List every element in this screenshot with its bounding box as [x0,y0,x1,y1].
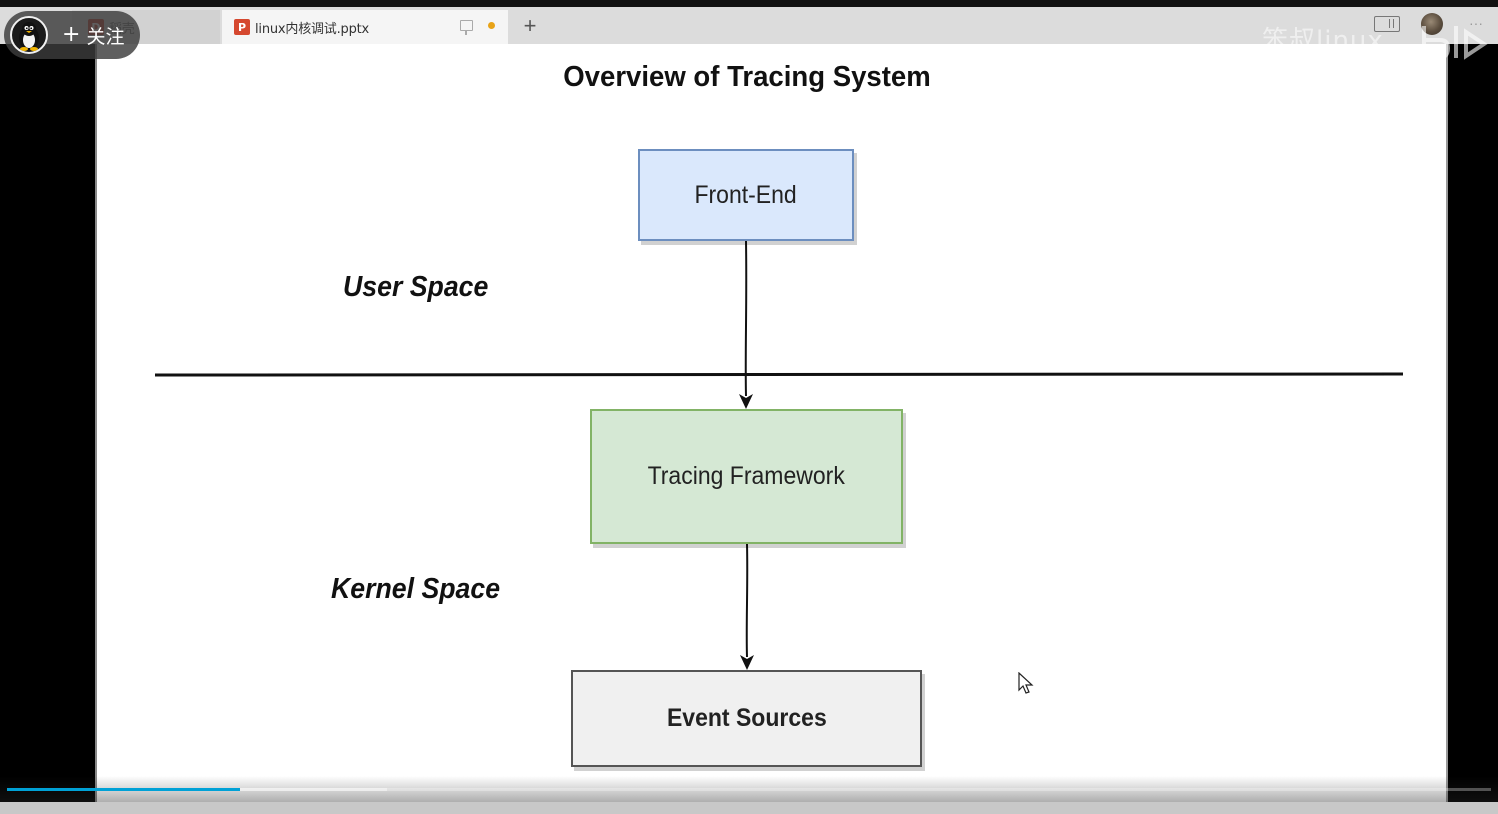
tracing-framework-box: Tracing Framework [590,409,903,544]
slide-title: Overview of Tracing System [563,61,931,93]
tab-pptx[interactable]: P linux内核调试.pptx [222,10,508,44]
progress-bar[interactable] [7,788,1491,791]
arrowhead-tracing [739,394,753,409]
progress-fill [7,788,240,791]
bilibili-logo-icon [1422,26,1488,60]
watermark-text: 笨叔linux [1262,26,1384,56]
tracing-framework-label: Tracing Framework [647,462,846,490]
window-layout-icon[interactable] [1374,16,1400,32]
browser-tab-bar: D 稻壳 P linux内核调试.pptx + ··· [0,0,1498,44]
tab-title: linux内核调试.pptx [255,21,370,37]
bottom-strip [0,802,1498,814]
frontend-label: Front-End [694,180,798,209]
event-sources-label: Event Sources [666,704,827,732]
slide-canvas: Overview of Tracing System User Space Ke… [97,44,1446,814]
kernel-space-label: Kernel Space [331,573,501,605]
arrow-tracing-to-events [745,543,749,658]
mouse-cursor-icon [1018,672,1034,694]
follow-button[interactable]: + 关注 [62,20,124,50]
arrow-frontend-to-tracing [744,240,748,397]
unsaved-dot-icon [488,22,495,29]
avatar[interactable] [1421,13,1443,35]
event-sources-box: Event Sources [571,670,922,767]
diagram-arrows [739,240,754,670]
plus-icon: + [62,22,81,47]
penguin-icon [19,22,39,51]
frontend-box: Front-End [638,149,854,241]
wps-presentation-icon: P [234,19,250,35]
follow-label: 关注 [86,25,125,48]
more-icon[interactable]: ··· [1469,15,1483,31]
user-space-label: User Space [343,271,489,303]
present-icon[interactable] [460,20,473,35]
uploader-follow-pill[interactable]: + 关注 [4,11,140,59]
new-tab-button[interactable]: + [523,13,537,38]
uploader-avatar[interactable] [10,16,48,54]
arrowhead-events [740,655,754,670]
